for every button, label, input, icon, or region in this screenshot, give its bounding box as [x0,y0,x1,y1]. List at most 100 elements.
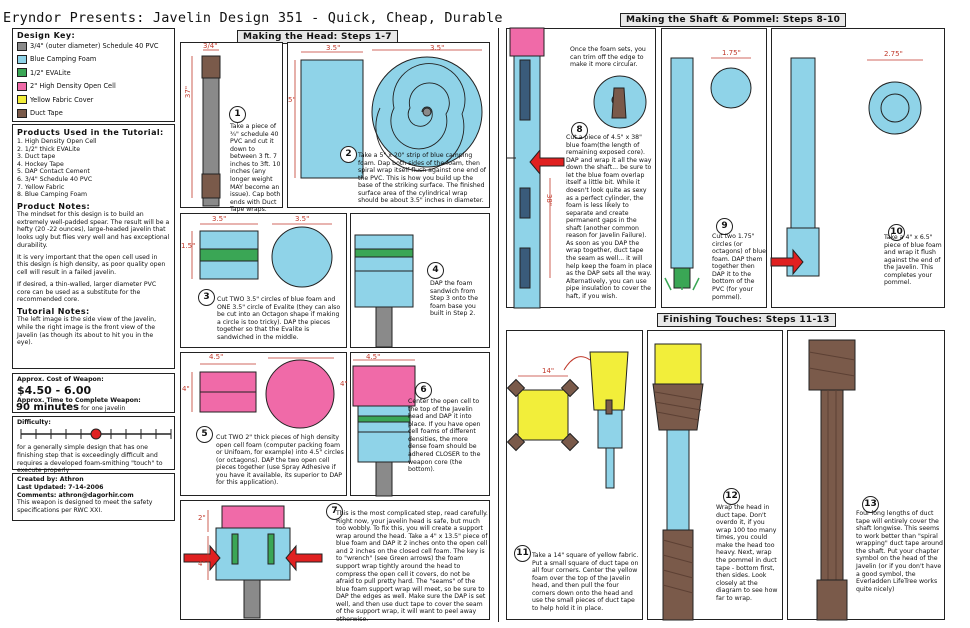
product-item: 3. Duct tape [17,153,56,161]
dim-14-in: 14" [542,367,555,375]
cost-label: Approx. Cost of Weapon: [17,376,104,383]
dim-3-5-in-a: 3.5" [326,44,341,52]
step-4-text: DAP the foam sandwich from Step 3 onto t… [430,280,478,318]
product-item: 6. 3/4" Schedule 40 PVC [17,175,93,183]
dim-3-5-in-d: 3.5" [295,215,310,223]
product-notes-heading: Product Notes: [17,201,91,211]
time-label: Approx. Time to Complete Weapon: [17,396,141,404]
color-swatch [17,41,27,51]
difficulty-label: Difficulty: [17,419,51,426]
dim-4-5-in-a: 4.5" [209,353,224,361]
step-2-text: Take a 5" x 20" strip of blue camping fo… [358,152,486,205]
product-item: 2. 1/2" thick EVALite [17,145,81,153]
tutorial-notes-text: The left image is the side view of the J… [17,316,157,347]
dim-2-in: 2" [198,514,206,522]
step-7-number: 7 [326,503,343,520]
step-1-number: 1 [229,106,246,123]
design-key-heading: Design Key: [17,31,76,40]
product-item: 5. DAP Contact Cement [17,168,90,176]
design-key-panel: Design Key: 3/4" (outer diameter) Schedu… [12,28,175,122]
step-9-text: Cut two 1.75" circles (or octagons) of b… [712,233,766,301]
design-key-label: Duct Tape [30,109,63,118]
cost-value: $4.50 - 6.00 [17,383,92,397]
step-13-diagram [808,339,856,621]
step-4-diagram [354,234,414,348]
step-6-text: Center the open cell to the top of the J… [408,398,481,474]
step-5-text: Cut TWO 2" thick pieces of high density … [216,434,344,487]
step-1-text: Take a piece of ¾" schedule 40 PVC and c… [230,123,281,214]
step-12-number: 12 [723,488,740,505]
step-10-diagram [770,57,923,277]
step-12-diagram [652,343,704,621]
difficulty-scale [20,428,172,440]
difficulty-panel: Difficulty: for a generally simple desig… [12,416,175,474]
design-key-item: Duct Tape [17,107,170,120]
dim-4-in-c: 4" [198,560,206,568]
time-suffix: for one javelin [80,405,126,412]
dim-1-5-in: 1.5" [181,242,196,250]
dim-5-in: 5" [288,96,296,104]
step-6-diagram [352,359,416,497]
step-1-diagram [191,49,221,207]
design-key-label: Yellow Fabric Cover [30,95,94,104]
dim-4-in-a: 4" [182,385,190,393]
credits-note: This weapon is designed to meet the safe… [17,499,153,514]
design-key-label: Blue Camping Foam [30,55,97,64]
color-swatch [17,68,27,78]
color-swatch [17,108,27,118]
step-10-text: Take a 4" x 6.5" piece of blue foam and … [884,234,942,287]
color-swatch [17,95,27,105]
credits-panel: Created by: Athron Last Updated: 7-14-20… [12,473,175,521]
product-notes-p1: The mindset for this design is to build … [17,210,170,249]
design-key-item: Blue Camping Foam [17,53,170,66]
step-5-diagram [191,357,335,429]
dim-1-75-in: 1.75" [722,49,741,57]
step-3-number: 3 [198,289,215,306]
column-divider [498,28,499,622]
step-10-number: 10 [888,224,905,241]
color-swatch [17,54,27,64]
step-11-diagram [506,351,629,489]
product-notes-p2: It is very important that the open cell … [17,253,166,277]
product-item: 8. Blue Camping Foam [17,191,88,199]
page-title: Eryndor Presents: Javelin Design 351 - Q… [3,10,503,26]
section-finishing: Finishing Touches: Steps 11-13 [657,313,836,327]
step-11-number: 11 [514,545,531,562]
product-notes-p3: If desired, a thin-walled, larger diamet… [17,280,157,304]
tutorial-notes-heading: Tutorial Notes: [17,307,90,316]
dim-3-5-in-c: 3.5" [212,215,227,223]
dim-4-5-in-b: 4.5" [366,353,381,361]
step-6-number: 6 [415,382,432,399]
credits-comments: Comments: athron@dagorhir.com [17,491,134,499]
product-item: 7. Yellow Fabric [17,183,65,191]
design-key-item: Yellow Fabric Cover [17,94,170,107]
design-key-label: 2" High Density Open Cell [30,82,116,91]
step-12-text: Wrap the head in duct tape. Don't overdo… [716,504,778,602]
difficulty-text: for a generally simple design that has o… [17,444,163,475]
dim-4-in-b: 4" [340,380,348,388]
step-13-text: Four long lengths of duct tape will enti… [856,510,943,593]
step-8-note: Once the foam sets, you can trim off the… [570,46,646,69]
design-key-label: 1/2" EVALite [30,68,71,77]
step-4-number: 4 [427,262,444,279]
credits-updated: Last Updated: 7-14-2006 [17,483,104,491]
dim-37-in: 37" [184,85,193,99]
difficulty-marker [90,428,102,440]
step-8-number: 8 [571,122,588,139]
product-item: 1. High Density Open Cell [17,138,97,145]
cost-panel: Approx. Cost of Weapon: $4.50 - 6.00 App… [12,373,175,413]
products-panel: Products Used in the Tutorial: 1. High D… [12,124,175,369]
step-1-panel [180,42,283,208]
step-5-number: 5 [196,426,213,443]
step-8-diagram [506,27,647,309]
step-3-diagram [191,223,333,288]
color-swatch [17,81,27,91]
dim-3-5-in-b: 3.5" [430,44,445,52]
step-13-number: 13 [862,496,879,513]
step-7-diagram [183,505,323,619]
design-key-item: 2" High Density Open Cell [17,80,170,93]
dim-2-75-in: 2.75" [884,50,903,58]
section-making-shaft: Making the Shaft & Pommel: Steps 8-10 [620,13,847,27]
product-item: 4. Hockey Tape [17,160,64,168]
